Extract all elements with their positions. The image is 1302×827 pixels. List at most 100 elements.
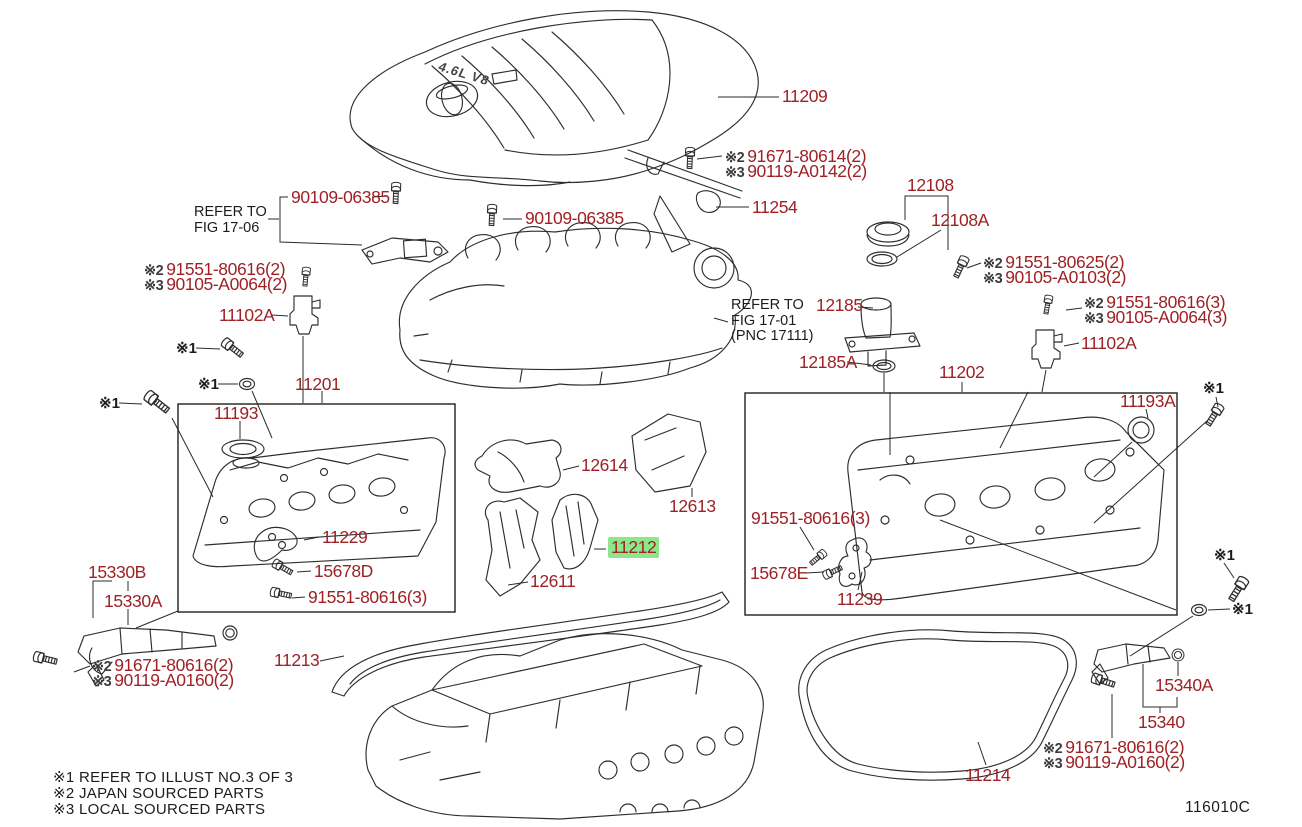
part-91671-80616-2-left-text: 91671-80616(2) — [114, 655, 234, 675]
part-91551-80616-3-right-text: 91551-80616(3) — [751, 508, 870, 528]
intake-manifold-drawing — [398, 149, 752, 389]
part-12108A-text: 12108A — [931, 210, 989, 230]
part-11193A: 11193A — [1120, 392, 1176, 410]
ocv-15330-drawing — [77, 627, 217, 687]
part-15678D-text: 15678D — [314, 561, 373, 581]
part-11102A-right-text: 11102A — [1081, 333, 1137, 353]
part-90119-A0142-prefix: ※3 — [725, 165, 745, 181]
part-91551-80616-2-prefix: ※2 — [144, 263, 164, 279]
engine-cover-drawing — [349, 10, 759, 187]
part-90119-A0142-text: 90119-A0142(2) — [747, 161, 867, 181]
marker-1-bolt-left-lower: ※1 — [99, 396, 120, 411]
oil-filler-tube-drawing — [844, 297, 921, 373]
part-90109-06385-right: 90109-06385 — [525, 208, 624, 228]
part-90105-A0103-2-text: 90105-A0103(2) — [1005, 267, 1127, 287]
right-part-group-box — [744, 392, 1178, 616]
part-15340: 15340 — [1138, 712, 1185, 732]
part-90109-06385-right-text: 90109-06385 — [525, 208, 624, 228]
part-90105-A0064-3-text: 90105-A0064(3) — [1106, 307, 1228, 327]
part-11214: 11214 — [965, 766, 1011, 784]
marker-1-bolt-right-lower: ※1 — [1214, 548, 1235, 563]
part-12614: 12614 — [581, 455, 628, 475]
marker-1-washer-right: ※1 — [1232, 602, 1253, 617]
part-11213-text: 11213 — [274, 650, 320, 670]
part-91551-80616-3-left-text: 91551-80616(3) — [308, 587, 427, 607]
part-11212-text: 11212 — [608, 537, 660, 558]
part-11201: 11201 — [295, 374, 341, 394]
part-91671-80614-prefix: ※2 — [725, 150, 745, 166]
part-15678D: 15678D — [314, 561, 373, 581]
note-refer-fig-17-01: REFER TO FIG 17-01 (PNC 17111) — [731, 297, 814, 345]
part-15330B: 15330B — [88, 563, 146, 581]
part-12108: 12108 — [907, 175, 954, 195]
part-91551-80616-2-text: 91551-80616(2) — [166, 259, 286, 279]
part-12108-text: 12108 — [907, 175, 954, 195]
part-12613-text: 12613 — [669, 496, 716, 516]
part-15330A-text: 15330A — [104, 591, 162, 611]
part-11239: 11239 — [837, 589, 883, 609]
marker-1-bolt-left-upper-text: ※1 — [176, 340, 197, 357]
part-91671-80614-text: 91671-80614(2) — [747, 146, 867, 166]
marker-1-washer-right-text: ※1 — [1232, 601, 1253, 618]
part-11209-text: 11209 — [782, 86, 828, 106]
part-15340-text: 15340 — [1138, 712, 1185, 732]
part-12611-text: 12611 — [530, 571, 576, 591]
part-91671-80616-2-right-prefix: ※2 — [1043, 741, 1063, 757]
left-part-group-box — [177, 403, 456, 613]
insulator-12613-drawing — [631, 413, 707, 493]
part-11193-text: 11193 — [214, 403, 259, 423]
footnote-local-sourced: ※3 LOCAL SOURCED PARTS — [53, 801, 266, 818]
cam-sensor-left-drawing — [289, 295, 321, 335]
gasket-11214-drawing — [798, 629, 1077, 781]
part-11193: 11193 — [214, 403, 259, 423]
marker-1-bolt-left-lower-text: ※1 — [99, 395, 120, 412]
part-91551-80616-3-ne-text: 91551-80616(3) — [1106, 292, 1226, 312]
part-11229: 11229 — [322, 528, 368, 546]
part-90105-A0064-2-prefix: ※3 — [144, 278, 164, 294]
part-91551-80616-3-ne-prefix: ※2 — [1084, 296, 1104, 312]
part-90105-A0064-3-prefix: ※3 — [1084, 311, 1104, 327]
part-11201-text: 11201 — [295, 374, 341, 394]
part-90119-A0160-2-left-text: 90119-A0160(2) — [114, 670, 234, 690]
part-12185A: 12185A — [799, 353, 857, 371]
leader-lines — [73, 96, 1235, 766]
note-refer-fig-17-06: REFER TO FIG 17-06 — [194, 204, 267, 236]
insulator-12614-drawing — [474, 439, 562, 493]
marker-1-bolt-right-upper-text: ※1 — [1203, 380, 1224, 397]
part-11102A-left-text: 11102A — [219, 305, 275, 325]
part-91551-80616-3-left: 91551-80616(3) — [308, 587, 427, 607]
note-refer-fig-17-06-text: REFER TO FIG 17-06 — [194, 204, 267, 236]
part-12614-text: 12614 — [581, 455, 628, 475]
part-90119-A0160-2-left-prefix: ※3 — [92, 674, 112, 690]
part-91551-80625-2-text: 91551-80625(2) — [1005, 252, 1125, 272]
cylinder-head-drawing — [365, 633, 764, 820]
insulator-12611-drawing — [484, 497, 541, 597]
part-11239-text: 11239 — [837, 589, 883, 609]
part-15678E-text: 15678E — [750, 563, 808, 583]
note-refer-fig-17-01-text: REFER TO FIG 17-01 (PNC 17111) — [731, 297, 814, 344]
cam-sensor-right-drawing — [1031, 329, 1063, 369]
part-11202: 11202 — [939, 363, 985, 381]
part-12185-text: 12185 — [816, 295, 863, 315]
right-valve-cover-drawing — [838, 416, 1165, 601]
part-90105-A0064-2-text: 90105-A0064(2) — [166, 274, 288, 294]
part-12185: 12185 — [816, 295, 863, 315]
part-11254-text: 11254 — [752, 197, 798, 217]
marker-1-bolt-right-lower-text: ※1 — [1214, 547, 1235, 564]
part-15340A: 15340A — [1155, 676, 1213, 694]
part-91671-80616-2-left-prefix: ※2 — [92, 659, 112, 675]
part-91671-80616-2-right-text: 91671-80616(2) — [1065, 737, 1185, 757]
part-11254: 11254 — [752, 197, 798, 217]
part-15678E: 15678E — [750, 563, 808, 583]
insulator-11212-drawing — [551, 493, 599, 570]
